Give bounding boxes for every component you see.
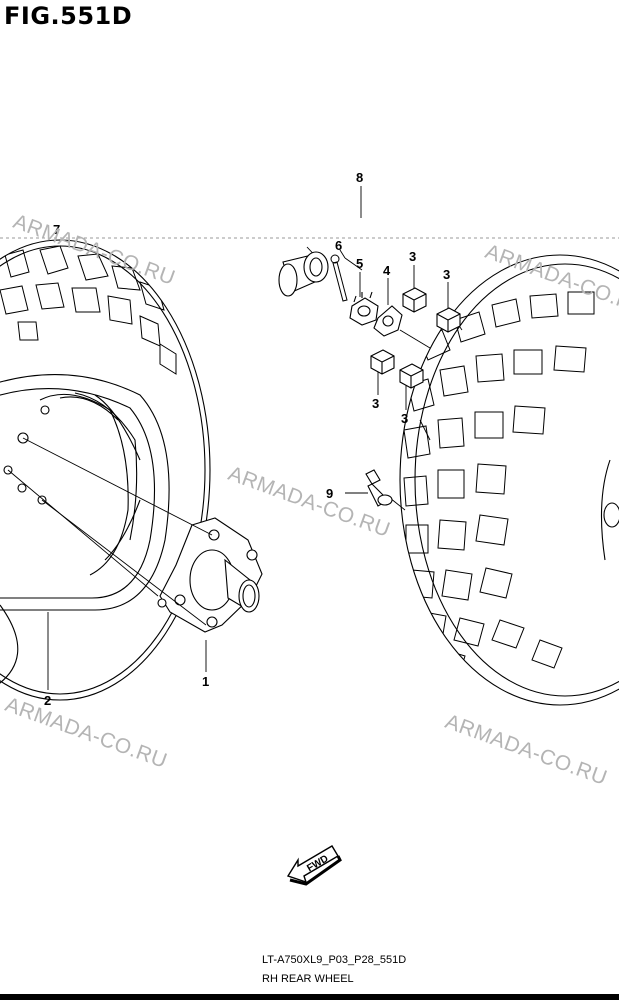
spacer-bushing — [278, 251, 329, 297]
callout-numbers: 1 2 3 3 3 3 4 5 6 7 8 9 — [44, 170, 450, 708]
callout-7: 7 — [53, 222, 60, 237]
left-tire — [0, 239, 211, 701]
callout-9: 9 — [326, 486, 333, 501]
lug-nut — [402, 287, 427, 313]
callout-6: 6 — [335, 238, 342, 253]
callout-8: 8 — [356, 170, 363, 185]
cotter-pin — [330, 254, 348, 302]
drawing-caption: RH REAR WHEEL — [262, 973, 354, 985]
lug-nut — [436, 307, 461, 333]
leader-lines — [7, 186, 463, 690]
callout-3d: 3 — [401, 411, 408, 426]
wheel-hub — [157, 517, 263, 633]
lug-nut — [370, 349, 395, 375]
callout-4: 4 — [383, 263, 391, 278]
figure-title: FIG.551D — [4, 2, 133, 30]
fwd-arrow: FWD — [286, 845, 342, 886]
washer — [373, 305, 403, 337]
lug-nut — [399, 363, 424, 389]
left-wheel-rim — [0, 374, 170, 684]
callout-3b: 3 — [443, 267, 450, 282]
castle-nut — [349, 291, 379, 326]
callout-1: 1 — [202, 674, 209, 689]
valve-stem — [365, 469, 393, 507]
callout-3a: 3 — [409, 249, 416, 264]
callout-2: 2 — [44, 693, 51, 708]
lug-nuts — [370, 287, 461, 389]
right-tire — [399, 254, 619, 706]
callout-3c: 3 — [372, 396, 379, 411]
bottom-border — [0, 994, 619, 1000]
callout-5: 5 — [356, 256, 363, 271]
drawing-code: LT-A750XL9_P03_P28_551D — [262, 954, 407, 966]
